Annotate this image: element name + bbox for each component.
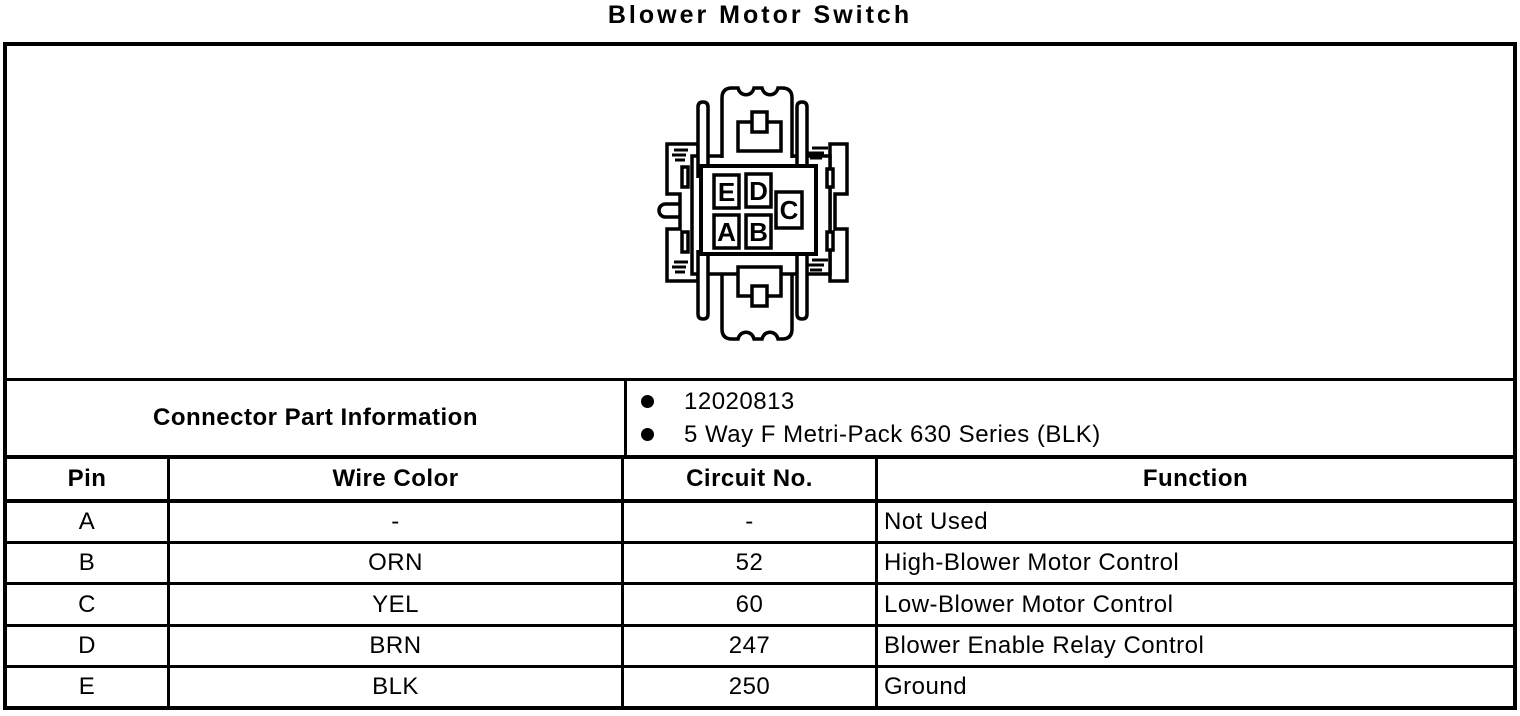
wire-color-cell: BRN (170, 626, 624, 665)
pin-cell: A (7, 503, 170, 542)
circuit-no-cell: 250 (624, 667, 878, 707)
wire-color-cell: ORN (170, 544, 624, 583)
pin-label-a: A (717, 217, 736, 247)
part-series-text: 5 Way F Metri-Pack 630 Series (BLK) (684, 420, 1101, 448)
connector-diagram-area: E D A B C (7, 46, 1513, 378)
right-slot-top (825, 167, 835, 189)
part-info-label: Connector Part Information (7, 381, 627, 455)
wire-color-cell: YEL (170, 585, 624, 624)
pin-cell: D (7, 626, 170, 665)
table-row: D BRN 247 Blower Enable Relay Control (7, 623, 1513, 665)
bottom-keyway-notch (750, 284, 769, 308)
bottom-left-prong-shape (696, 250, 710, 321)
hatch-marks (672, 146, 828, 274)
bottom-right-prong-shape (795, 250, 809, 321)
pin-label-d: D (749, 176, 768, 206)
function-cell: Ground (884, 672, 968, 700)
part-info-values: 12020813 5 Way F Metri-Pack 630 Series (… (627, 381, 1513, 455)
part-info-row: Connector Part Information 12020813 5 Wa… (7, 378, 1513, 455)
pin-cell: E (7, 667, 170, 707)
bullet-icon (641, 428, 654, 441)
top-keyway-notch (750, 110, 769, 134)
pin-cell: C (7, 585, 170, 624)
pin-label-b: B (749, 217, 768, 247)
wire-color-cell: BLK (170, 667, 624, 707)
pin-box-A (712, 213, 741, 250)
connector-info-panel: E D A B C Connector Part Information 120… (3, 42, 1517, 710)
pin-cell: B (7, 544, 170, 583)
pin-label-e: E (718, 177, 735, 207)
pin-box-E (712, 173, 741, 210)
table-row: A - - Not Used (7, 503, 1513, 542)
left-slot-top (680, 165, 690, 189)
pin-header: Pin (7, 459, 170, 499)
right-slot-bottom (825, 230, 835, 252)
circuit-no-cell: 52 (624, 544, 878, 583)
top-right-prong-shape (795, 100, 809, 178)
pin-label-c: C (780, 195, 799, 225)
pin-box-B (744, 213, 773, 250)
part-number-item: 12020813 (639, 388, 1513, 416)
wire-color-cell: - (170, 503, 624, 542)
table-row: B ORN 52 High-Blower Motor Control (7, 541, 1513, 583)
top-left-prong-shape (696, 100, 710, 178)
function-cell: Low-Blower Motor Control (884, 590, 1174, 618)
function-cell: High-Blower Motor Control (884, 549, 1180, 577)
function-cell: Not Used (884, 508, 989, 536)
pin-box-C (774, 190, 804, 230)
circuit-no-cell: - (624, 503, 878, 542)
wire-color-header: Wire Color (170, 459, 624, 499)
circuit-no-header: Circuit No. (624, 459, 878, 499)
table-row: C YEL 60 Low-Blower Motor Control (7, 582, 1513, 624)
pin-box-D (744, 172, 773, 209)
pin-table-header-row: Pin Wire Color Circuit No. Function (7, 455, 1513, 503)
right-wing-shape (828, 142, 849, 283)
circuit-no-cell: 60 (624, 585, 878, 624)
function-header: Function (1142, 465, 1249, 492)
part-number-text: 12020813 (684, 387, 795, 415)
circuit-no-cell: 247 (624, 626, 878, 665)
function-cell: Blower Enable Relay Control (884, 631, 1205, 659)
table-row: E BLK 250 Ground (7, 664, 1513, 707)
connector-diagram: E D A B C (657, 86, 849, 341)
bullet-icon (641, 395, 654, 408)
part-number-item: 5 Way F Metri-Pack 630 Series (BLK) (639, 421, 1513, 449)
left-slot-bottom (680, 230, 690, 254)
page-title: Blower Motor Switch (607, 1, 913, 29)
